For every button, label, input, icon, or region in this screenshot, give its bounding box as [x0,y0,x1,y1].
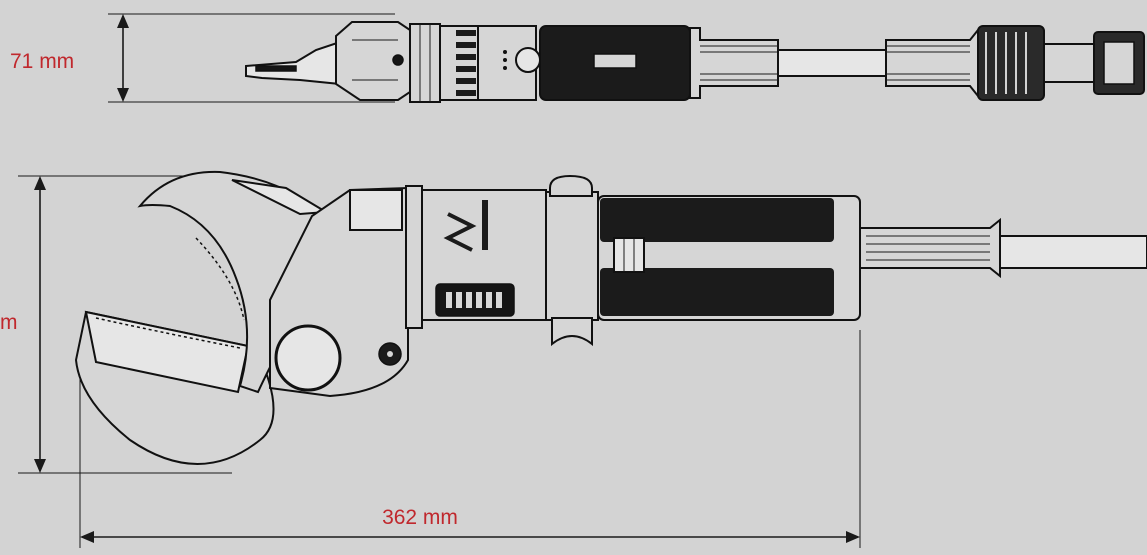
top-handle-end [689,27,779,99]
top-knurled-ring [439,25,479,101]
length-arrow-left [80,531,94,543]
handle-label-plate [613,237,645,273]
upper-trigger [549,174,593,197]
top-blade-edge [255,65,297,72]
top-blade [245,40,341,86]
lower-jaw-blade [84,310,250,394]
grip-upper [600,198,834,242]
head-block [349,189,403,231]
brand-logo-icon [443,212,477,252]
top-strain-relief [885,27,979,99]
width-arrow-bottom [117,88,129,102]
vent-slots [435,283,515,317]
height-label: m [0,311,18,334]
top-cable [777,49,887,77]
trigger-housing [545,191,599,321]
height-arrow-top [34,176,46,190]
top-view-tool [108,13,1145,103]
width-label: 71 mm [10,50,74,73]
top-collar [409,23,441,103]
cable-strain-relief [859,217,1001,279]
grip-lower [600,268,834,316]
height-arrow-bottom [34,459,46,473]
power-cable [999,235,1147,269]
lower-trigger [551,317,593,347]
top-connector-neck [1043,43,1095,83]
side-view-tool [18,170,1147,548]
pivot-ring [274,324,342,392]
length-label: 362 mm [382,506,458,529]
top-connector [977,25,1045,101]
top-head-bolt [392,54,404,66]
length-arrow-right [846,531,860,543]
width-arrow-top [117,14,129,28]
top-trigger-ring [515,47,541,73]
side-collar [405,185,423,329]
